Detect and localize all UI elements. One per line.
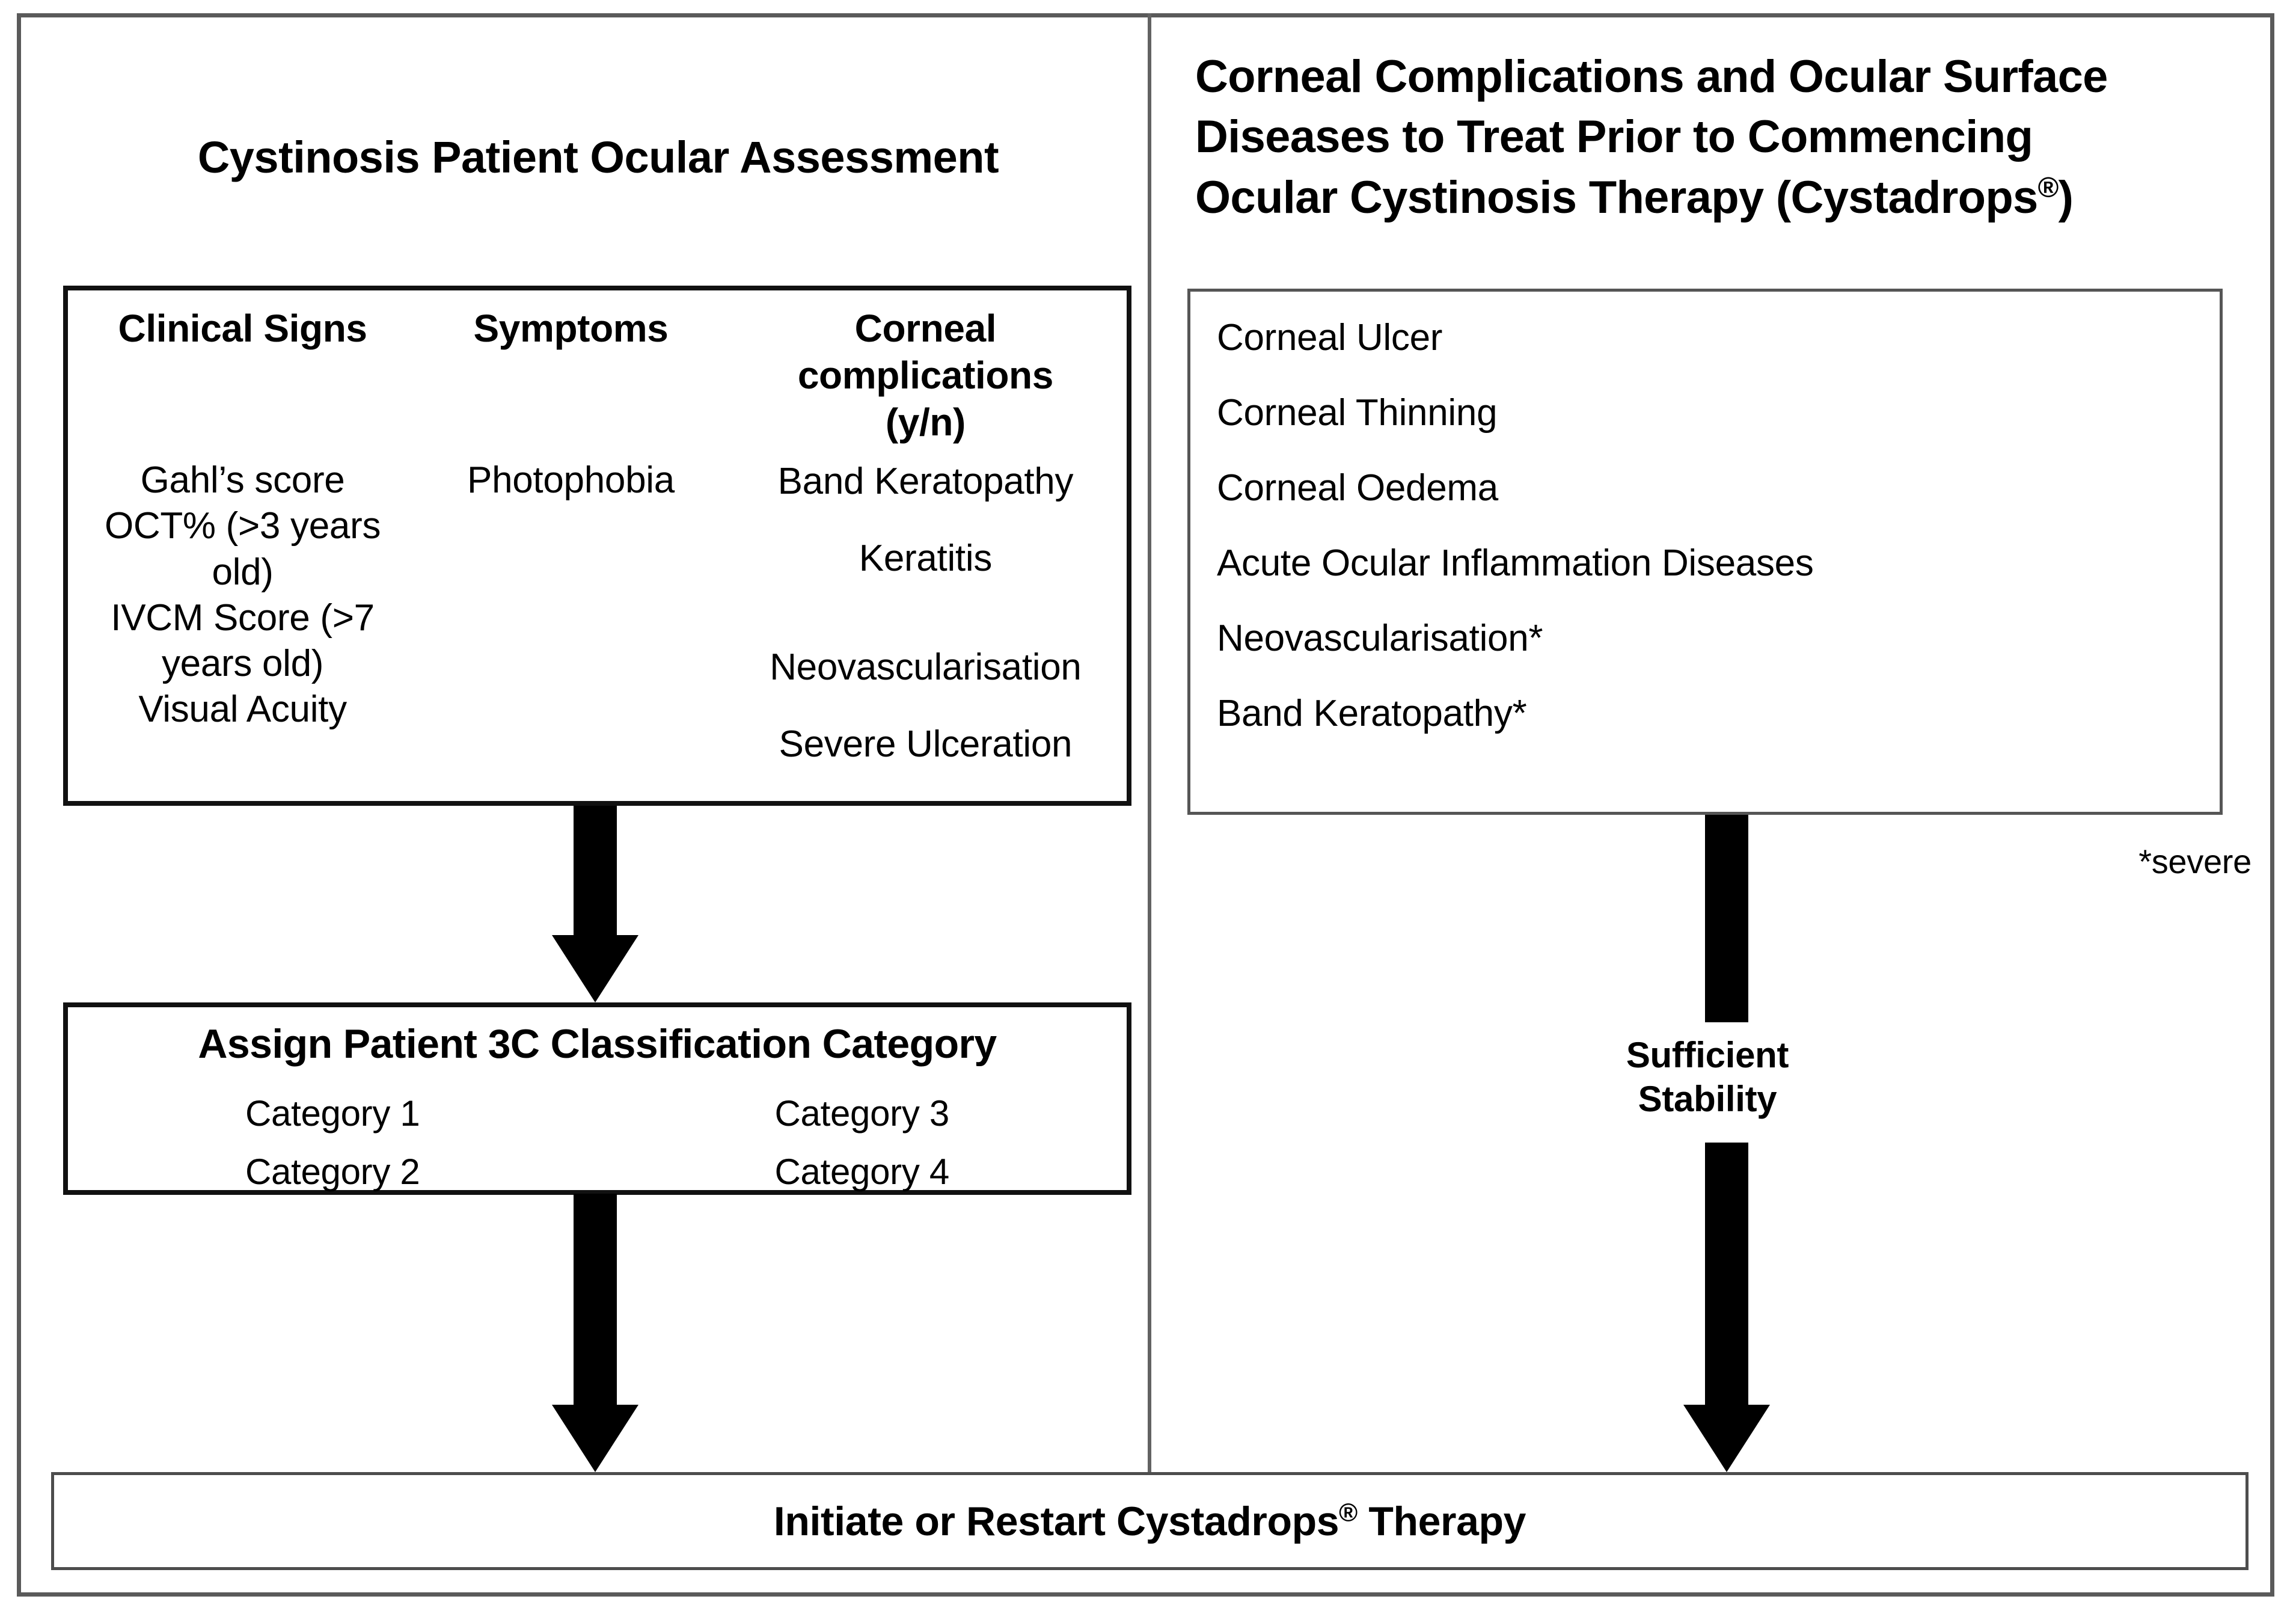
category-item: Category 3 bbox=[774, 1093, 950, 1134]
list-item: Gahl’s score bbox=[140, 459, 345, 502]
panel-divider bbox=[1148, 13, 1151, 1473]
classification-title: Assign Patient 3C Classification Categor… bbox=[198, 1021, 997, 1067]
therapy-label-after: Therapy bbox=[1357, 1498, 1526, 1544]
arrow-head bbox=[1683, 1405, 1770, 1472]
registered-mark-icon: ® bbox=[2037, 171, 2059, 203]
list-item: Corneal Ulcer bbox=[1217, 317, 1443, 358]
therapy-label-before: Initiate or Restart Cystadrops bbox=[773, 1498, 1339, 1544]
header-line-3: (y/n) bbox=[885, 400, 966, 444]
outer-frame bbox=[17, 13, 2274, 1597]
title-line-1: Corneal Complications and Ocular Surface bbox=[1195, 51, 2108, 102]
column-header-symptoms: Symptoms bbox=[473, 307, 669, 350]
arrow-classification-to-therapy bbox=[552, 1194, 638, 1472]
list-item: Keratitis bbox=[859, 538, 993, 580]
left-panel-title: Cystinosis Patient Ocular Assessment bbox=[197, 132, 999, 182]
registered-mark-icon: ® bbox=[1339, 1497, 1358, 1526]
therapy-outcome-label: Initiate or Restart Cystadrops® Therapy bbox=[774, 1498, 1526, 1545]
list-item: Band Keratopathy* bbox=[1217, 693, 1527, 734]
classification-column-left: Category 1 Category 2 bbox=[68, 1084, 598, 1201]
list-item: Corneal Oedema bbox=[1217, 467, 1498, 509]
list-item: Visual Acuity bbox=[138, 689, 347, 731]
header-line-2: complications bbox=[797, 354, 1054, 397]
arrow-head bbox=[552, 1405, 638, 1472]
arrow-stability-to-therapy bbox=[1683, 1143, 1770, 1472]
category-item: Category 4 bbox=[774, 1152, 950, 1192]
title-line-3-close: ) bbox=[2058, 171, 2074, 223]
category-item: Category 2 bbox=[245, 1152, 420, 1192]
list-item: Severe Ulceration bbox=[779, 723, 1073, 765]
list-item: years old) bbox=[161, 643, 324, 685]
arrow-head bbox=[552, 935, 638, 1002]
therapy-outcome-box: Initiate or Restart Cystadrops® Therapy bbox=[51, 1472, 2249, 1570]
arrow-conditions-stem-upper bbox=[1705, 815, 1748, 1022]
column-items-clinical-signs: Gahl’s score OCT% (>3 years old) IVCM Sc… bbox=[68, 458, 417, 733]
column-header-clinical-signs: Clinical Signs bbox=[118, 307, 367, 350]
list-item: Photophobia bbox=[467, 459, 675, 502]
severe-footnote: *severe bbox=[2138, 842, 2252, 880]
assessment-column-symptoms: Symptoms Photophobia bbox=[417, 290, 724, 503]
stability-line-2: Stability bbox=[1638, 1079, 1777, 1120]
column-items-symptoms: Photophobia bbox=[417, 458, 724, 503]
conditions-list-box: Corneal Ulcer Corneal Thinning Corneal O… bbox=[1187, 289, 2223, 815]
assessment-column-corneal-complications: Corneal complications (y/n) Band Keratop… bbox=[724, 290, 1127, 767]
assessment-columns: Clinical Signs Gahl’s score OCT% (>3 yea… bbox=[68, 290, 1127, 801]
classification-box: Assign Patient 3C Classification Categor… bbox=[63, 1002, 1131, 1195]
list-item: Neovascularisation bbox=[770, 646, 1082, 688]
arrow-stem bbox=[1705, 1143, 1748, 1405]
classification-column-right: Category 3 Category 4 bbox=[598, 1084, 1127, 1201]
header-line-1: Corneal bbox=[854, 307, 997, 350]
list-item: old) bbox=[212, 551, 274, 593]
title-line-3-text: Ocular Cystinosis Therapy (Cystadrops bbox=[1195, 171, 2038, 223]
list-item: OCT% (>3 years bbox=[104, 505, 381, 547]
arrow-assessment-to-classification bbox=[552, 806, 638, 1002]
title-line-2: Diseases to Treat Prior to Commencing bbox=[1195, 111, 2033, 163]
right-panel-title: Corneal Complications and Ocular Surface… bbox=[1195, 47, 2253, 228]
stability-line-1: Sufficient bbox=[1626, 1035, 1789, 1075]
list-item: Corneal Thinning bbox=[1217, 392, 1498, 434]
list-item: IVCM Score (>7 bbox=[111, 597, 375, 639]
arrow-stem bbox=[574, 806, 617, 935]
assessment-box: Clinical Signs Gahl’s score OCT% (>3 yea… bbox=[63, 286, 1131, 806]
title-line-3: Ocular Cystinosis Therapy (Cystadrops®) bbox=[1195, 168, 2253, 228]
column-items-corneal-complications: Band Keratopathy Keratitis Neovascularis… bbox=[724, 459, 1127, 767]
category-item: Category 1 bbox=[245, 1093, 420, 1134]
sufficient-stability-label: Sufficient Stability bbox=[1563, 1033, 1852, 1121]
classification-grid: Category 1 Category 2 Category 3 Categor… bbox=[68, 1084, 1127, 1201]
column-header-corneal-complications: Corneal complications (y/n) bbox=[724, 305, 1127, 446]
assessment-column-clinical-signs: Clinical Signs Gahl’s score OCT% (>3 yea… bbox=[68, 290, 417, 733]
list-item: Band Keratopathy bbox=[777, 461, 1074, 503]
list-item: Neovascularisation* bbox=[1217, 618, 1543, 659]
list-item: Acute Ocular Inflammation Diseases bbox=[1217, 542, 1814, 584]
arrow-stem bbox=[574, 1194, 617, 1405]
